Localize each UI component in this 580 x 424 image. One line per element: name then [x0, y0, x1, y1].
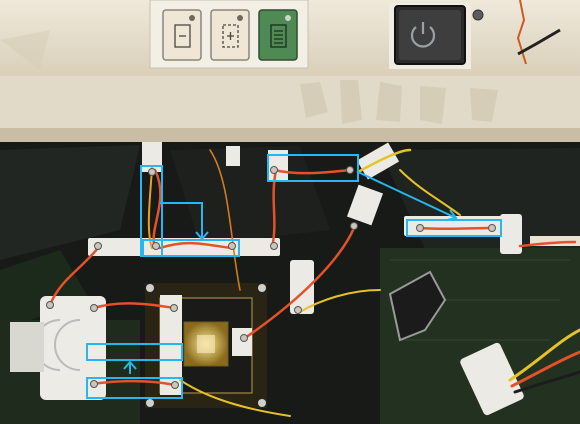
wires: [48, 148, 580, 417]
power-icon: [410, 22, 436, 48]
wire-group-lower-left[interactable]: [86, 343, 183, 399]
plus-box-icon: [222, 24, 239, 48]
list-lines-icon: [270, 24, 287, 48]
minus-box-icon: [174, 24, 191, 48]
wire-group-upper-left[interactable]: [140, 165, 240, 257]
plus-mode-button[interactable]: [210, 9, 250, 61]
list-mode-button[interactable]: [258, 9, 298, 61]
minus-mode-button[interactable]: [162, 9, 202, 61]
terminals: [46, 166, 496, 389]
mode-button-bar: [149, 0, 309, 69]
power-button[interactable]: [389, 3, 484, 69]
wire-group-upper-right[interactable]: [267, 154, 502, 237]
